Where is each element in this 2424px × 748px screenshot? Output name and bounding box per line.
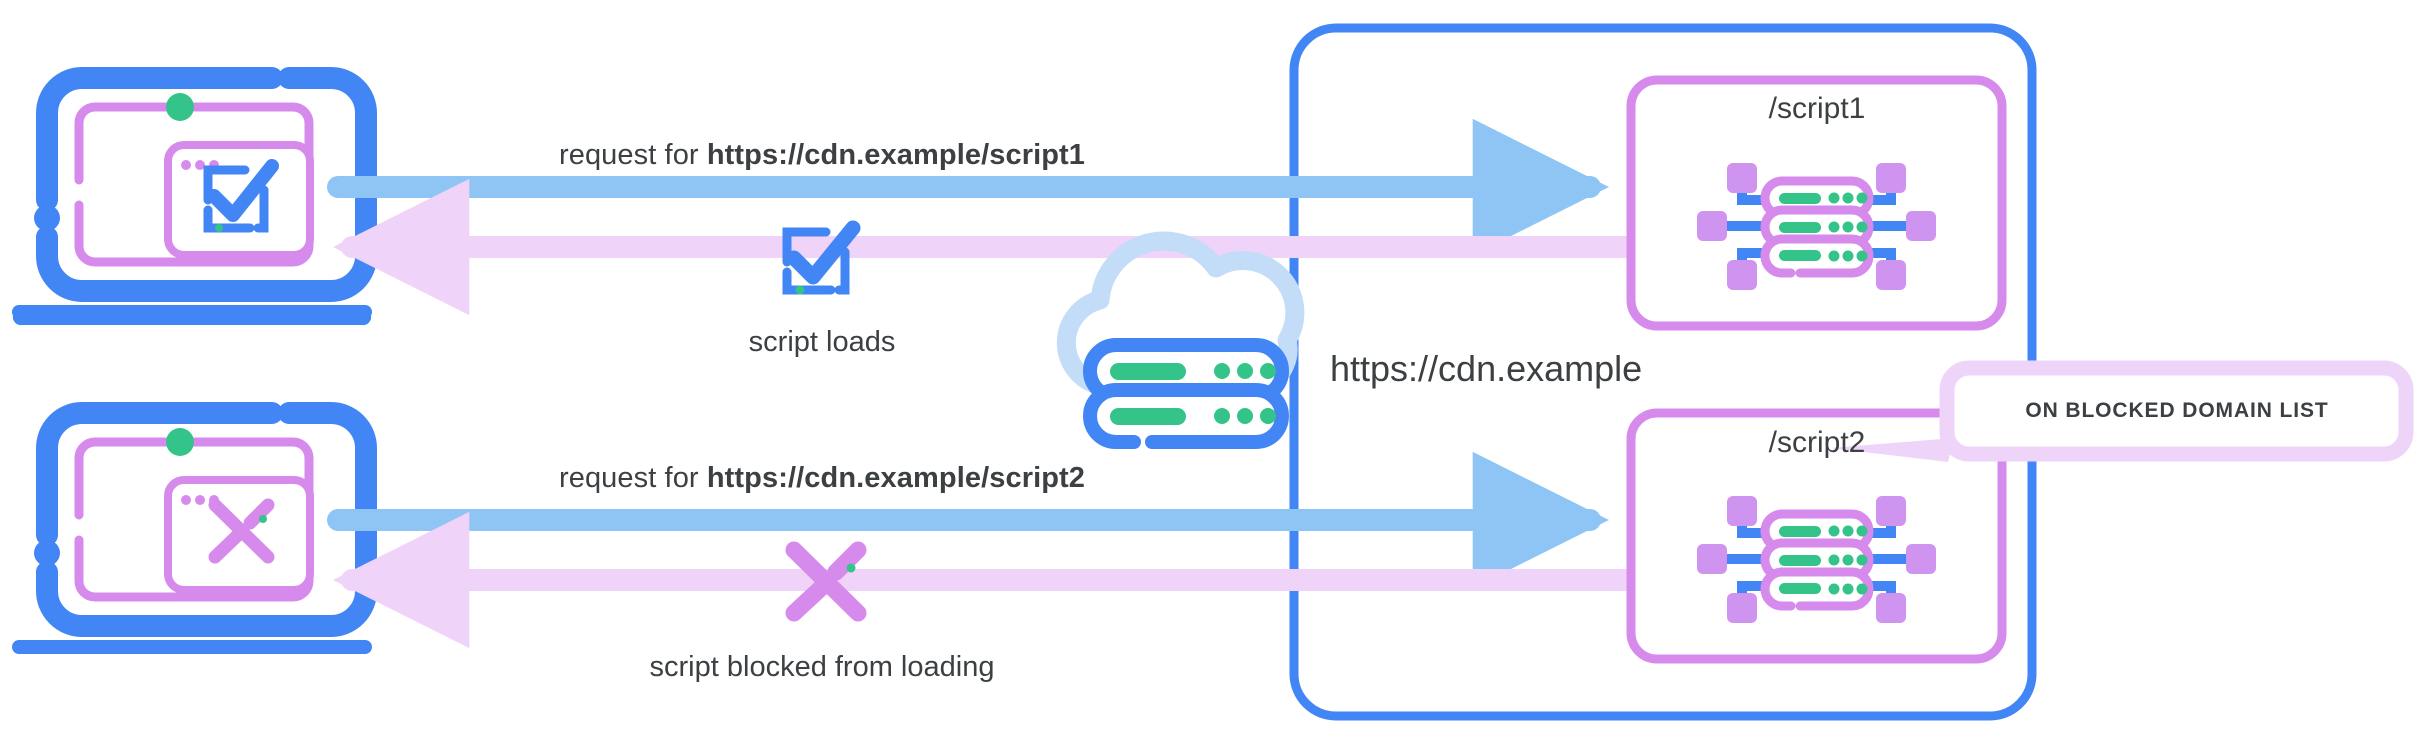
cross-x-icon-status <box>785 541 867 622</box>
blocked-domain-callout-text: ON BLOCKED DOMAIN LIST <box>2025 399 2329 422</box>
request-url: https://cdn.example/script1 <box>706 139 1086 171</box>
blocked-domain-callout <box>1830 360 2414 462</box>
cloud-server-icon <box>1056 231 1305 449</box>
status-dot-green <box>166 93 194 121</box>
endpoint-card-script2 <box>1626 408 2007 664</box>
status-label-script-loads: script loads <box>748 326 896 358</box>
checkbox-check-icon-laptop <box>203 159 279 233</box>
request-prefix: request for <box>558 462 707 494</box>
client-laptop-allowed <box>12 67 377 326</box>
server-stack-icon-script2 <box>1697 496 1936 623</box>
cdn-domain-label: https://cdn.example <box>1330 348 1643 389</box>
request-label-script1: request for https://cdn.example/script1 <box>558 139 1086 172</box>
request-prefix: request for <box>558 139 707 171</box>
endpoint-label-script2: /script2 <box>1768 426 1866 459</box>
request-url: https://cdn.example/script2 <box>706 462 1086 494</box>
endpoint-label-script1: /script1 <box>1768 92 1866 125</box>
checkbox-check-icon-status <box>782 220 861 295</box>
request-label-script2: request for https://cdn.example/script2 <box>558 462 1086 495</box>
client-laptop-blocked <box>12 402 377 654</box>
endpoint-card-script1 <box>1626 75 2007 331</box>
status-label-script-blocked: script blocked from loading <box>649 651 995 683</box>
status-dot-green <box>166 428 194 456</box>
cross-x-icon-laptop <box>208 498 275 564</box>
server-stack-icon-script1 <box>1697 163 1936 290</box>
